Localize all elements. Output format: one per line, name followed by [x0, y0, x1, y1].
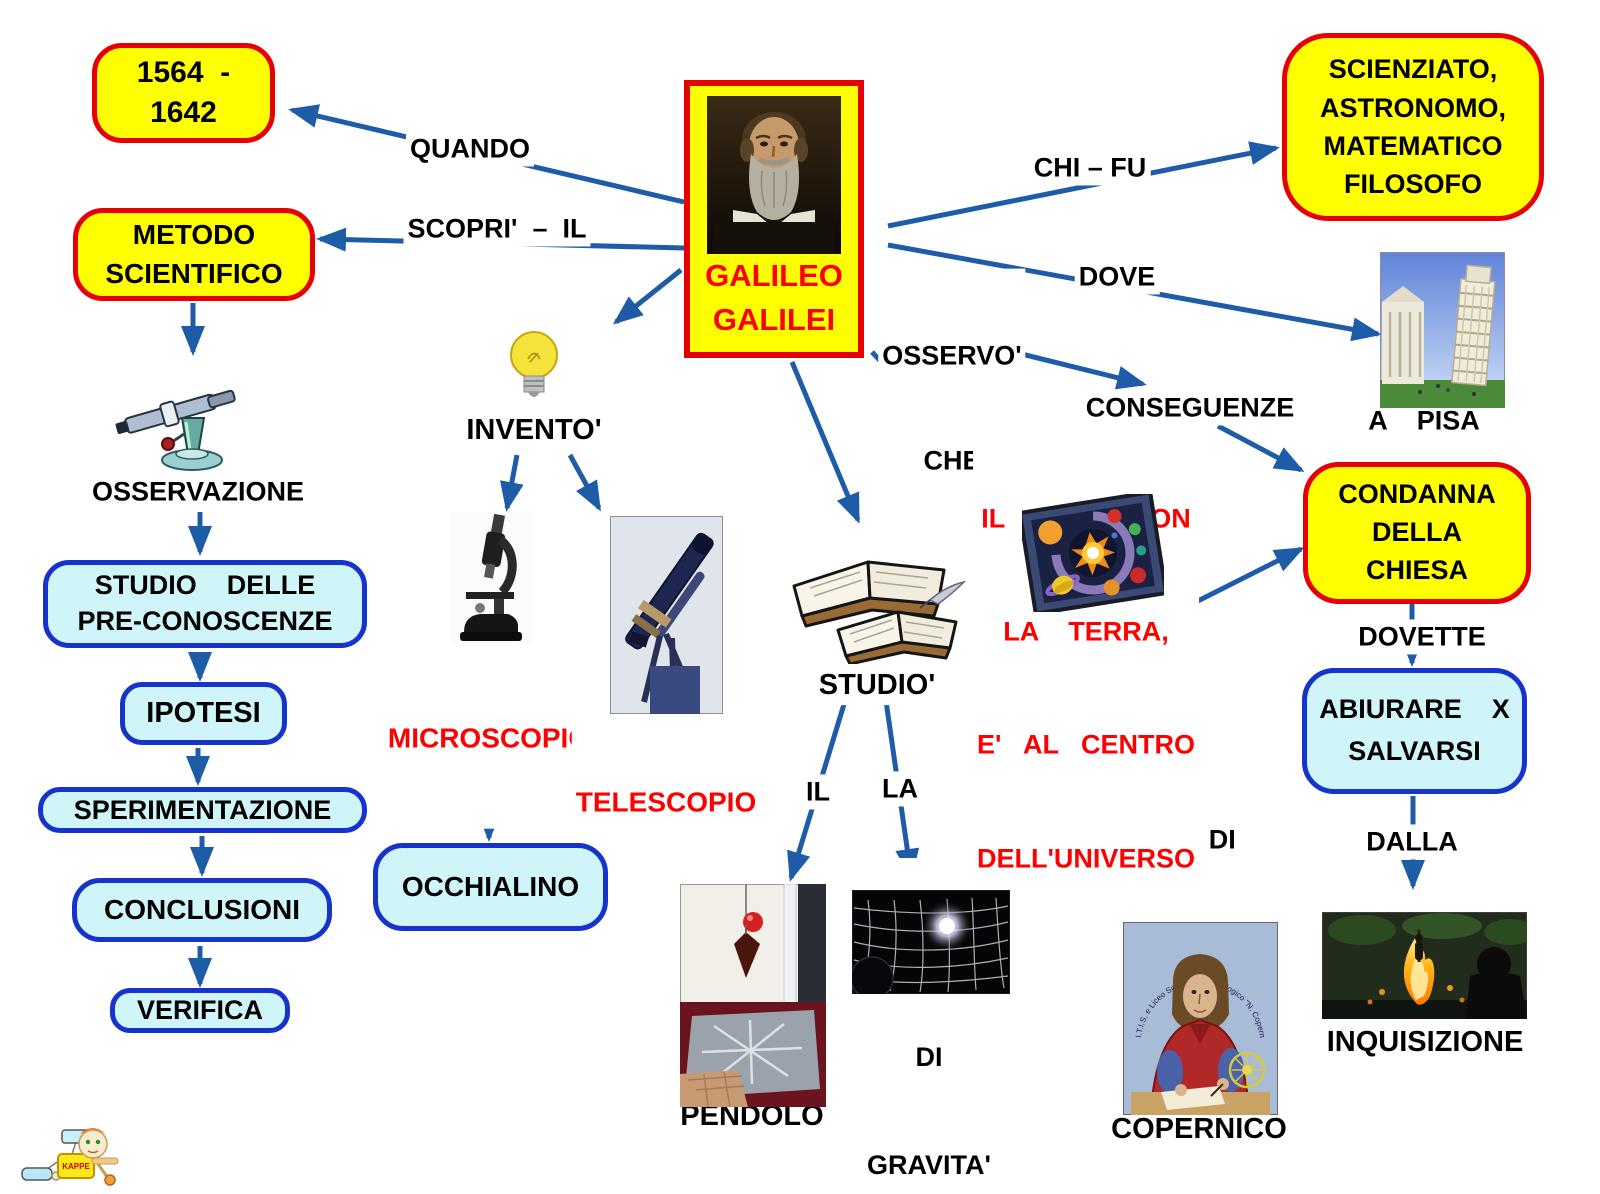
studio-pre-line1: STUDIO DELLE	[94, 570, 316, 601]
node-sperimentazione: SPERIMENTAZIONE	[38, 787, 367, 833]
edge-label-dovette: DOVETTE	[1354, 619, 1490, 655]
logo-text: KAPPE	[62, 1162, 90, 1171]
node-galileo-galilei: GALILEO GALILEI	[684, 80, 864, 358]
osservo-line1: OSSERVO'	[882, 340, 1022, 371]
sole-line4: DELL'UNIVERSO	[977, 843, 1195, 874]
pisa-tower-photo	[1380, 252, 1505, 408]
node-anni-1564-1642: 1564 - 1642	[92, 43, 275, 143]
scienziato-line1: SCIENZIATO,	[1328, 54, 1498, 85]
copernicus-portrait: I.T.I.S. e Liceo Scientifico Tecnologico…	[1123, 922, 1278, 1115]
gravity-grid-photo	[852, 890, 1010, 994]
node-ipotesi: IPOTESI	[120, 682, 287, 745]
occhialino-label: OCCHIALINO	[401, 871, 580, 902]
edge-label-osservo-che: OSSERVO' CHE	[878, 268, 1026, 550]
caption-inquisizione: INQUISIZIONE	[1322, 1024, 1528, 1062]
books-icon	[792, 560, 967, 664]
edge-label-quando: QUANDO	[406, 131, 534, 167]
telescope-clipart-icon	[115, 389, 236, 471]
inquisition-photo	[1322, 912, 1527, 1019]
verifica-label: VERIFICA	[136, 995, 263, 1025]
edge-label-conseguenze: CONSEGUENZE	[1081, 390, 1299, 426]
edge-label-il: IL	[802, 774, 834, 810]
node-studio-pre-conoscenze: STUDIO DELLE PRE-CONOSCENZE	[43, 560, 367, 648]
caption-a-pisa: A PISA	[1364, 403, 1484, 439]
ipotesi-label: IPOTESI	[146, 697, 261, 729]
galileo-name-line1: GALILEO	[705, 258, 843, 293]
node-occhialino: OCCHIALINO	[373, 843, 608, 931]
pendulum-photo	[680, 884, 826, 1107]
edge-label-dove: DOVE	[1074, 259, 1160, 295]
scienziato-line2: ASTRONOMO,	[1320, 92, 1506, 123]
node-scienziato: SCIENZIATO, ASTRONOMO, MATEMATICO FILOSO…	[1282, 33, 1544, 221]
sole-line3: E' AL CENTRO	[977, 729, 1195, 760]
years-line2: 1642	[150, 96, 217, 129]
galileo-name-line2: GALILEI	[712, 302, 836, 338]
edge-label-scopri-il: SCOPRI' – IL	[403, 211, 591, 247]
osservo-line2: CHE	[923, 446, 981, 477]
years-line1: 1564 -	[136, 56, 231, 90]
edge-label-dalla: DALLA	[1362, 824, 1462, 860]
node-abiurare-x-salvarsi: ABIURARE X SALVARSI	[1302, 668, 1527, 794]
scienziato-line4: FILOSOFO	[1344, 169, 1482, 200]
condanna-line3: CHIESA	[1365, 554, 1468, 585]
software-logo: KAPPE	[21, 1128, 119, 1186]
caption-copernico: COPERNICO	[1107, 1111, 1291, 1149]
sole-line2: LA TERRA,	[1003, 616, 1169, 647]
metodo-line2: SCIENTIFICO	[105, 257, 283, 289]
conclusioni-label: CONCLUSIONI	[104, 894, 300, 925]
node-condanna-della-chiesa: CONDANNA DELLA CHIESA	[1303, 462, 1531, 604]
telescopio-line2: TELESCOPIO	[575, 786, 757, 818]
metodo-line1: METODO	[132, 218, 256, 250]
studio-pre-line2: PRE-CONOSCENZE	[77, 606, 333, 636]
caption-osservazione: OSSERVAZIONE	[87, 474, 309, 510]
caption-studio: STUDIO'	[814, 667, 940, 705]
microscope-image	[450, 512, 532, 644]
telescope-photo-image	[610, 516, 723, 714]
abiurare-line2: SALVARSI	[1348, 736, 1481, 766]
node-conclusioni: CONCLUSIONI	[72, 878, 332, 942]
microscopio-line2: MICROSCOPIO	[387, 722, 591, 754]
node-metodo-scientifico: METODO SCIENTIFICO	[73, 208, 315, 301]
node-verifica: VERIFICA	[110, 988, 290, 1033]
legge-line2: DI	[915, 1041, 943, 1072]
edge-label-la: LA	[878, 771, 922, 807]
caption-il-microscopio: IL MICROSCOPIO	[383, 541, 595, 829]
abiurare-line1: ABIURARE X	[1319, 694, 1510, 725]
scienziato-line3: MATEMATICO	[1323, 131, 1503, 161]
galileo-portrait-image	[707, 96, 841, 254]
lightbulb-icon	[510, 331, 558, 397]
solar-system-icon	[1022, 494, 1164, 612]
condanna-line2: DELLA	[1372, 517, 1462, 548]
edge-label-chi-fu: CHI – FU	[1029, 150, 1151, 186]
condanna-line1: CONDANNA	[1338, 479, 1496, 510]
legge-line3: GRAVITA'	[867, 1150, 991, 1181]
sperimentazione-label: SPERIMENTAZIONE	[73, 794, 332, 825]
edge-label-invento: INVENTO'	[462, 412, 606, 450]
